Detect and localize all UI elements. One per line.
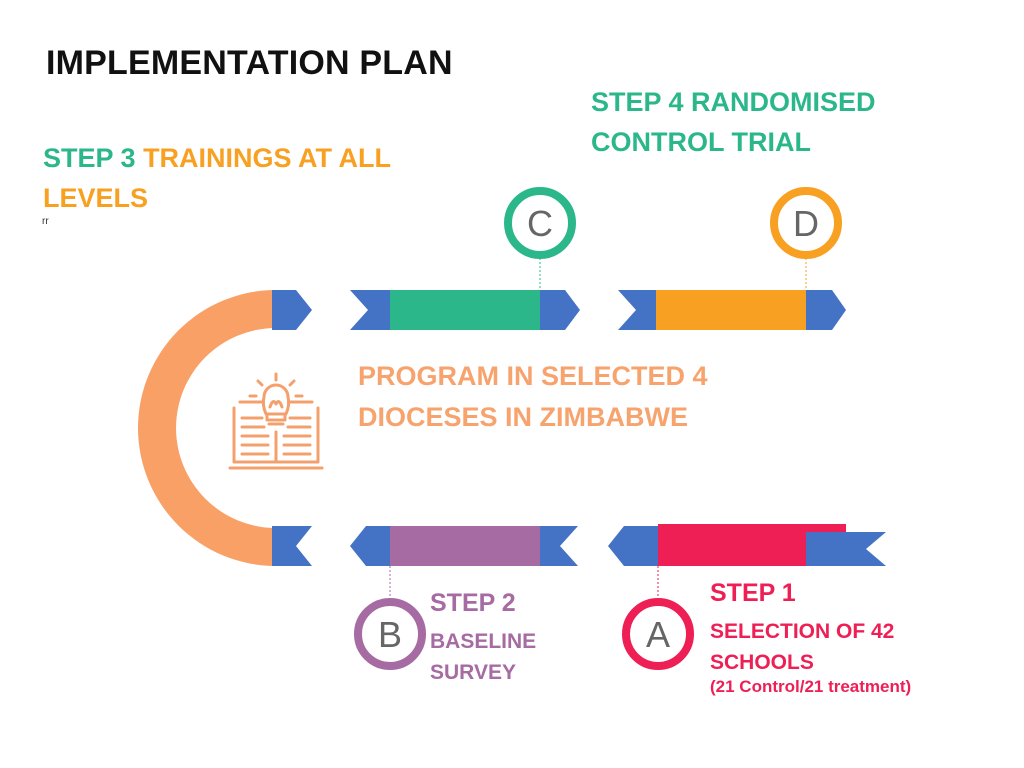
marker-d-letter: D	[793, 203, 819, 244]
ribbon-d-bar	[656, 290, 806, 330]
marker-b-letter: B	[378, 614, 402, 655]
center-line2: DIOCESES IN ZIMBABWE	[358, 402, 689, 432]
bottom-arrow-b	[350, 526, 390, 566]
ribbon-b-bar	[390, 526, 540, 566]
ribbon-a-flag	[806, 532, 886, 566]
marker-c-letter: C	[527, 203, 553, 244]
top-notch-c	[350, 290, 390, 330]
note-text: rr	[42, 216, 49, 227]
marker-b-circle	[354, 598, 426, 670]
step-4-line2: CONTROL TRIAL	[591, 127, 811, 157]
top-arrow-1	[272, 290, 312, 330]
marker-a-circle	[622, 598, 694, 670]
step-3-prefix: STEP 3	[43, 143, 144, 173]
center-line1: PROGRAM IN SELECTED 4	[358, 361, 708, 391]
step-1-line2: SCHOOLS	[710, 651, 814, 674]
step-4-line1: STEP 4 RANDOMISED	[591, 87, 876, 117]
step-2-line2: SURVEY	[430, 661, 516, 684]
step-3-text-line1: TRAININGS AT ALL	[143, 143, 392, 173]
marker-d-circle	[770, 187, 842, 259]
top-notch-d	[618, 290, 656, 330]
marker-a-letter: A	[646, 614, 670, 655]
top-arrow-c	[540, 290, 580, 330]
step-2-line1: BASELINE	[430, 630, 537, 653]
bottom-arrow-a	[608, 526, 658, 566]
step-1-note: (21 Control/21 treatment)	[710, 677, 912, 696]
step-4-label: STEP 4 RANDOMISED CONTROL TRIAL	[591, 82, 876, 162]
ribbon-c-bar	[390, 290, 540, 330]
step-1-line1: SELECTION OF 42	[710, 620, 895, 643]
lightbulb-book-icon	[228, 372, 324, 470]
marker-c-circle	[504, 187, 576, 259]
bottom-tail-1	[272, 526, 312, 566]
step-2-title: STEP 2	[430, 589, 516, 617]
step-3-text-line2: LEVELS	[43, 183, 149, 213]
roadmap-arc	[138, 290, 276, 566]
top-arrow-d	[806, 290, 846, 330]
center-label: PROGRAM IN SELECTED 4 DIOCESES IN ZIMBAB…	[358, 356, 708, 438]
bottom-notch-b	[540, 526, 578, 566]
page-title: IMPLEMENTATION PLAN	[46, 44, 453, 82]
step-2-text: BASELINE SURVEY	[430, 626, 536, 688]
step-1-text: SELECTION OF 42 SCHOOLS	[710, 616, 894, 678]
step-3-label: STEP 3 TRAININGS AT ALL LEVELS	[43, 138, 391, 218]
step-1-title: STEP 1	[710, 579, 796, 607]
